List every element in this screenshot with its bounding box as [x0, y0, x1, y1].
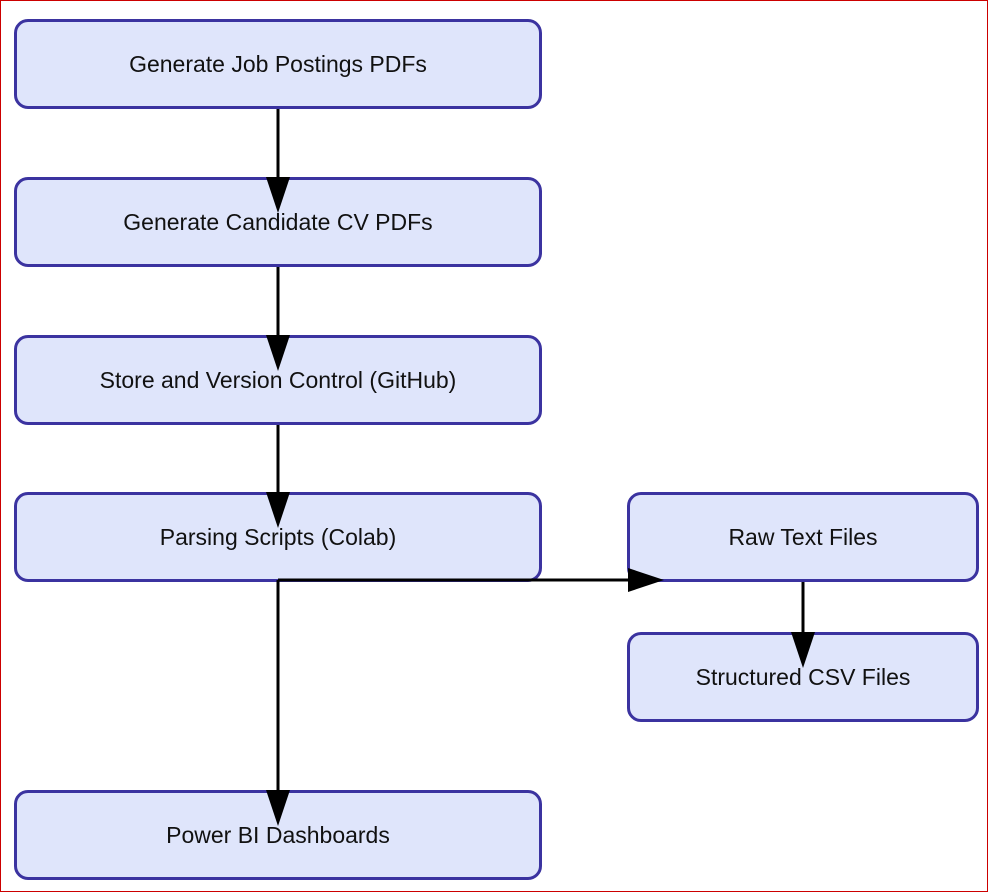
- node-parsing-scripts[interactable]: Parsing Scripts (Colab): [14, 492, 542, 582]
- node-label: Generate Job Postings PDFs: [129, 50, 427, 77]
- node-label: Parsing Scripts (Colab): [159, 523, 397, 550]
- node-label: Raw Text Files: [728, 523, 878, 550]
- node-label: Structured CSV Files: [695, 663, 911, 690]
- node-generate-candidate-cv-pdfs[interactable]: Generate Candidate CV PDFs: [14, 177, 542, 267]
- node-label: Power BI Dashboards: [166, 821, 390, 848]
- node-store-and-version-control[interactable]: Store and Version Control (GitHub): [14, 335, 542, 425]
- node-generate-job-postings-pdfs[interactable]: Generate Job Postings PDFs: [14, 19, 542, 109]
- node-label: Generate Candidate CV PDFs: [123, 208, 433, 235]
- node-power-bi-dashboards[interactable]: Power BI Dashboards: [14, 790, 542, 880]
- node-structured-csv-files[interactable]: Structured CSV Files: [627, 632, 979, 722]
- node-label: Store and Version Control (GitHub): [99, 366, 457, 393]
- node-raw-text-files[interactable]: Raw Text Files: [627, 492, 979, 582]
